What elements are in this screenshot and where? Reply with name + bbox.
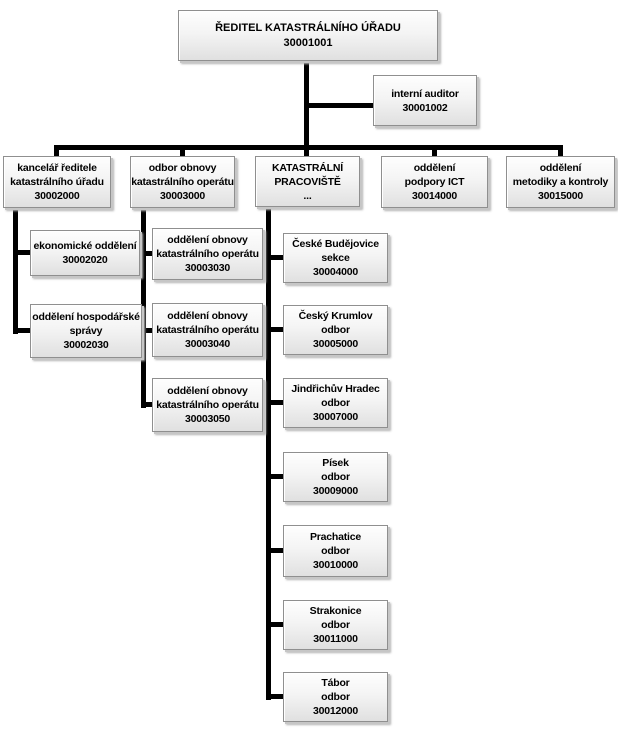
connector-col3-stub-3 (266, 400, 284, 405)
node-tabor: Tábor odbor 30012000 (283, 672, 388, 722)
node-oddeleni-obnovy-30003050: oddělení obnovy katastrálního operátu 30… (152, 378, 263, 432)
node-line: České Budějovice (292, 238, 379, 250)
node-line: 30002000 (34, 190, 80, 202)
node-line: Písek (322, 457, 349, 469)
node-line: katastrálního operátu (156, 248, 259, 260)
node-kancelar-reditele: kancelář ředitele katastrálního úřadu 30… (3, 156, 111, 208)
connector-col3-stub-2 (266, 327, 284, 332)
node-line: 30003000 (159, 190, 206, 202)
node-line: Český Krumlov (298, 310, 373, 322)
node-line: ŘEDITEL KATASTRÁLNÍHO ÚŘADU (215, 21, 401, 34)
node-line: 30003050 (184, 413, 231, 425)
node-line: Jindřichův Hradec (291, 383, 380, 395)
connector-root-trunk (304, 60, 309, 156)
node-reditel-katastralniho-uradu: ŘEDITEL KATASTRÁLNÍHO ÚŘADU 30001001 (178, 10, 438, 61)
node-line: správy (69, 325, 103, 337)
node-oddeleni-obnovy-30003030: oddělení obnovy katastrálního operátu 30… (152, 228, 263, 280)
connector-col1-stub-1 (13, 250, 31, 255)
node-line: odbor (321, 397, 350, 409)
node-oddeleni-podpory-ict: oddělení podpory ICT 30014000 (381, 156, 488, 208)
node-line: 30010000 (312, 559, 359, 571)
node-line: oddělení obnovy (167, 385, 248, 397)
node-line: odbor (321, 545, 350, 557)
node-line: katastrálního operátu (156, 399, 259, 411)
node-line: oddělení obnovy (167, 234, 248, 246)
connector-col2-stub-3 (141, 402, 153, 407)
node-line: 30012000 (312, 705, 359, 717)
node-line: sekce (321, 252, 350, 264)
node-line: katastrálního operátu (156, 324, 259, 336)
node-katastralni-pracoviste: KATASTRÁLNÍ PRACOVIŠTĚ ... (255, 156, 360, 207)
node-line: PRACOVIŠTĚ (274, 175, 341, 188)
node-line: 30001002 (402, 101, 448, 114)
node-line: 30005000 (312, 338, 359, 350)
connector-level2-bar (54, 145, 563, 150)
node-ekonomicke-oddeleni: ekonomické oddělení 30002020 (30, 230, 140, 276)
connector-col2-stub-1 (141, 251, 153, 256)
node-line: ekonomické oddělení (33, 240, 137, 252)
connector-col3-trunk (266, 207, 271, 700)
node-prachatice: Prachatice odbor 30010000 (283, 525, 388, 577)
node-interni-auditor: interní auditor 30001002 (373, 75, 477, 126)
node-line: 30002030 (63, 339, 109, 351)
connector-col1-trunk (13, 208, 18, 334)
node-line: odbor (321, 691, 350, 703)
node-ceske-budejovice: České Budějovice sekce 30004000 (283, 233, 388, 283)
node-line: metodiky a kontroly (512, 176, 609, 188)
node-line: 30003030 (184, 262, 231, 274)
node-line: KATASTRÁLNÍ (272, 161, 343, 174)
node-line: oddělení (413, 162, 456, 174)
node-line: oddělení hospodářské (32, 311, 140, 323)
node-odbor-obnovy: odbor obnovy katastrálního operátu 30003… (130, 156, 235, 208)
node-line: odbor (321, 619, 350, 631)
node-strakonice: Strakonice odbor 30011000 (283, 600, 388, 650)
node-line: odbor (321, 471, 350, 483)
node-line: odbor obnovy (148, 162, 217, 174)
node-line: ... (303, 189, 312, 202)
connector-level2-drop-4 (432, 145, 437, 157)
connector-auditor-stub (306, 103, 373, 108)
node-line: oddělení (539, 162, 582, 174)
node-line: oddělení obnovy (167, 310, 248, 322)
connector-col3-stub-7 (266, 694, 284, 699)
node-line: 30014000 (411, 190, 458, 202)
connector-col3-stub-6 (266, 622, 284, 627)
node-line: 30011000 (313, 633, 358, 645)
node-oddeleni-hospodarske-spravy: oddělení hospodářské správy 30002030 (30, 304, 142, 358)
node-line: 30002020 (62, 254, 108, 266)
node-line: katastrálního úřadu (10, 176, 104, 188)
node-jindrichuv-hradec: Jindřichův Hradec odbor 30007000 (283, 378, 388, 428)
node-oddeleni-metodiky-a-kontroly: oddělení metodiky a kontroly 30015000 (506, 156, 615, 208)
connector-col2-stub-2 (141, 328, 153, 333)
connector-col3-stub-4 (266, 474, 284, 479)
connector-col3-stub-1 (266, 255, 284, 260)
connector-level2-drop-2 (180, 145, 185, 157)
node-line: 30007000 (312, 411, 359, 423)
node-cesky-krumlov: Český Krumlov odbor 30005000 (283, 305, 388, 355)
node-line: Prachatice (309, 531, 362, 543)
connector-col2-trunk (141, 208, 146, 408)
node-line: kancelář ředitele (17, 162, 97, 174)
node-line: katastrálního operátu (131, 176, 234, 188)
node-oddeleni-obnovy-30003040: oddělení obnovy katastrálního operátu 30… (152, 303, 263, 357)
node-line: 30009000 (312, 485, 359, 497)
connector-col3-stub-5 (266, 548, 284, 553)
node-line: podpory ICT (404, 176, 465, 188)
connector-col1-stub-2 (13, 328, 31, 333)
node-pisek: Písek odbor 30009000 (283, 452, 388, 502)
node-line: 30004000 (312, 266, 359, 278)
connector-level2-drop-5 (558, 145, 563, 157)
node-line: interní auditor (391, 87, 459, 100)
node-line: 30015000 (537, 190, 584, 202)
node-line: Strakonice (309, 605, 362, 617)
node-line: 30001001 (283, 36, 333, 49)
node-line: 30003040 (184, 338, 231, 350)
connector-level2-drop-1 (54, 145, 59, 157)
node-line: Tábor (321, 677, 350, 689)
node-line: odbor (321, 324, 350, 336)
